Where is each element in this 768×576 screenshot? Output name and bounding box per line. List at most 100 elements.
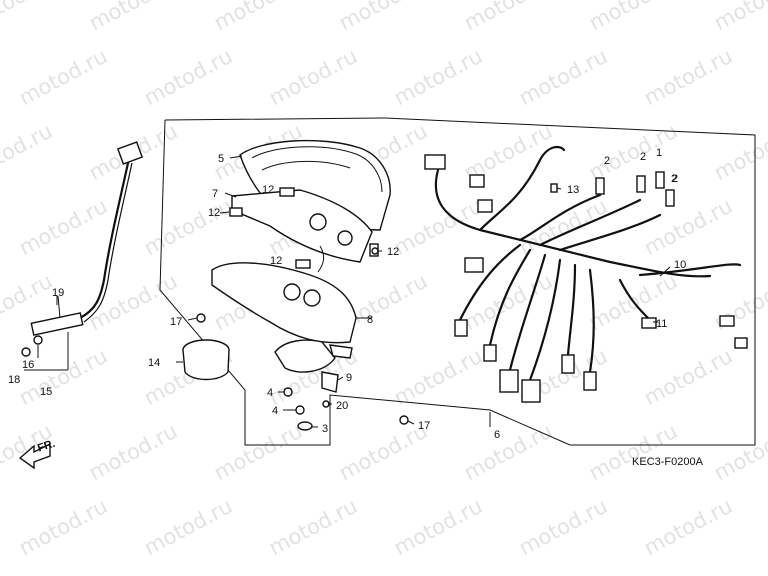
harness-coupler-2 bbox=[521, 379, 541, 403]
front-arrow-label: FR. bbox=[36, 438, 57, 455]
bracket-tab bbox=[329, 344, 353, 359]
bulb-socket-1 bbox=[655, 171, 665, 189]
harness-branch-bulb-1 bbox=[518, 193, 602, 242]
callout-9: 9 bbox=[346, 372, 352, 384]
harness-branch-bulb-2 bbox=[538, 198, 642, 247]
front-arrow-icon bbox=[18, 442, 51, 470]
bulb-socket-2a bbox=[595, 177, 605, 195]
harness-branch-bulb-3 bbox=[558, 213, 662, 252]
socket-cover bbox=[182, 339, 230, 381]
harness-terminal-4 bbox=[583, 371, 597, 391]
cover-body bbox=[182, 349, 230, 381]
callout-17: 17 bbox=[418, 420, 430, 432]
gauge-dial-left bbox=[309, 213, 327, 231]
callout-2: 2 bbox=[672, 173, 678, 185]
harness-connector-a bbox=[469, 174, 485, 188]
indicator-bulb-12d bbox=[295, 259, 311, 269]
callout-16: 16 bbox=[22, 359, 34, 371]
harness-terminal-2 bbox=[483, 344, 497, 362]
harness-connector-c bbox=[464, 257, 484, 273]
harness-connector-top bbox=[424, 154, 446, 170]
bulb-socket-2b bbox=[636, 175, 646, 193]
callout-19: 19 bbox=[52, 287, 64, 299]
screw-4-upper bbox=[283, 387, 293, 397]
harness-lead-5 bbox=[566, 263, 577, 357]
harness-lead-4 bbox=[528, 258, 562, 382]
harness-lead-1 bbox=[458, 243, 522, 322]
callout-2: 2 bbox=[604, 155, 610, 167]
harness-coupler-1 bbox=[499, 369, 519, 393]
case-socket-right bbox=[303, 289, 321, 307]
harness-connector-b bbox=[477, 199, 493, 213]
meter-lower-bracket bbox=[274, 339, 353, 393]
visor-rim bbox=[251, 146, 383, 193]
harness-lead-6 bbox=[588, 268, 595, 374]
callout-4: 4 bbox=[267, 387, 273, 399]
callout-14: 14 bbox=[148, 357, 160, 369]
harness-lead-2 bbox=[488, 248, 532, 347]
callout-15: 15 bbox=[40, 386, 52, 398]
case-spring bbox=[317, 245, 325, 273]
cable-nut bbox=[21, 347, 31, 357]
harness-branch-11 bbox=[618, 278, 652, 322]
callout-12: 12 bbox=[208, 207, 220, 219]
callout-7: 7 bbox=[212, 188, 218, 200]
harness-branch-10 bbox=[638, 263, 742, 277]
callout-18: 18 bbox=[8, 374, 20, 386]
callout-1: 1 bbox=[656, 147, 662, 159]
callout-8: 8 bbox=[367, 314, 373, 326]
callout-12: 12 bbox=[387, 246, 399, 258]
front-arrow bbox=[18, 442, 51, 470]
case-body bbox=[211, 262, 357, 344]
bulb-12-right bbox=[371, 247, 379, 255]
visor-inner-line bbox=[261, 161, 351, 171]
callout-3: 3 bbox=[322, 423, 328, 435]
harness-connector-10 bbox=[734, 337, 748, 349]
callout-2: 2 bbox=[640, 151, 646, 163]
diagram-code: KEC3-F0200A bbox=[632, 456, 704, 468]
case-socket-left bbox=[283, 283, 301, 301]
grommet-3 bbox=[297, 421, 313, 431]
face-plate-body bbox=[231, 189, 373, 263]
callout-6: 6 bbox=[494, 429, 500, 441]
callout-11: 11 bbox=[656, 318, 667, 330]
callout-12: 12 bbox=[262, 184, 274, 196]
callout-12: 12 bbox=[270, 255, 282, 267]
stay-9 bbox=[321, 371, 339, 393]
harness-branch-upper bbox=[478, 145, 566, 232]
harness-terminal-3 bbox=[561, 354, 575, 374]
speedometer-cable bbox=[21, 141, 144, 357]
bulb-socket-2c bbox=[665, 189, 675, 207]
cable-upper-end bbox=[116, 141, 144, 165]
indicator-bulb-12b bbox=[229, 207, 243, 217]
screw-4-lower bbox=[295, 405, 305, 415]
screw-17-left bbox=[196, 313, 206, 323]
callout-2: 2 bbox=[671, 173, 677, 185]
assembly-outline bbox=[159, 117, 756, 446]
meter-case bbox=[211, 245, 357, 344]
harness-connector-10b bbox=[719, 315, 735, 327]
harness-lead-3 bbox=[508, 253, 547, 372]
leader-lines bbox=[24, 155, 671, 428]
callout-17: 17 bbox=[170, 316, 182, 328]
cable-washer bbox=[33, 335, 43, 345]
gauge-face-plate bbox=[229, 187, 379, 263]
harness-terminal-1 bbox=[454, 319, 468, 337]
bracket-body bbox=[274, 339, 336, 373]
indicator-bulb-12a bbox=[279, 187, 295, 197]
cable-body-edge bbox=[83, 162, 133, 323]
screw-17-right bbox=[399, 415, 409, 425]
callout-10: 10 bbox=[674, 259, 686, 271]
cable-body bbox=[78, 161, 130, 320]
callout-20: 20 bbox=[336, 400, 348, 412]
gauge-dial-right bbox=[337, 230, 353, 246]
screw-13 bbox=[550, 183, 558, 193]
wire-harness bbox=[424, 145, 748, 403]
callout-5: 5 bbox=[218, 153, 224, 165]
harness-connector-11 bbox=[641, 317, 657, 329]
callout-4: 4 bbox=[272, 405, 278, 417]
callout-13: 13 bbox=[567, 184, 579, 196]
